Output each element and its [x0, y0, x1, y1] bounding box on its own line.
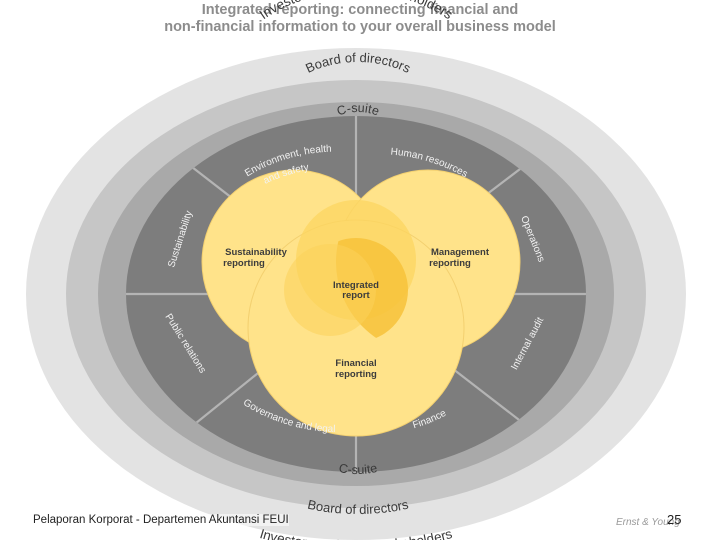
- footer-text: Pelaporan Korporat - Departemen Akuntans…: [33, 514, 289, 526]
- integrated-report-label-1: Integrated: [333, 280, 379, 291]
- overlap-left: [284, 244, 376, 336]
- title-line-2: non-financial information to your overal…: [164, 19, 556, 35]
- management-reporting-label-2: reporting: [429, 258, 471, 269]
- title-line-1: Integrated reporting: connecting financi…: [201, 2, 519, 18]
- board-ring-label-bottom: Board of directors: [306, 497, 410, 517]
- csuite-ring-label-top: C-suite: [335, 101, 381, 119]
- sustainability-reporting-label-2: reporting: [223, 258, 265, 269]
- sustainability-reporting-label-1: Sustainability: [225, 247, 287, 258]
- venn-labels: Sustainability reporting Management repo…: [223, 247, 490, 380]
- outer-ring-label-top: Investors and other stakeholders: [257, 0, 456, 22]
- venn-diagram: [201, 169, 521, 437]
- financial-reporting-label-2: reporting: [335, 369, 377, 380]
- csuite-ring-label-bottom: C-suite: [338, 461, 379, 477]
- page-number: 25: [667, 512, 682, 527]
- financial-reporting-label-1: Financial: [335, 358, 376, 369]
- integrated-report-label-2: report: [342, 290, 370, 301]
- source-credit: Ernst & Young: [616, 517, 680, 528]
- management-reporting-label-1: Management: [431, 247, 490, 258]
- diagram-title: Integrated reporting: connecting financi…: [140, 2, 580, 36]
